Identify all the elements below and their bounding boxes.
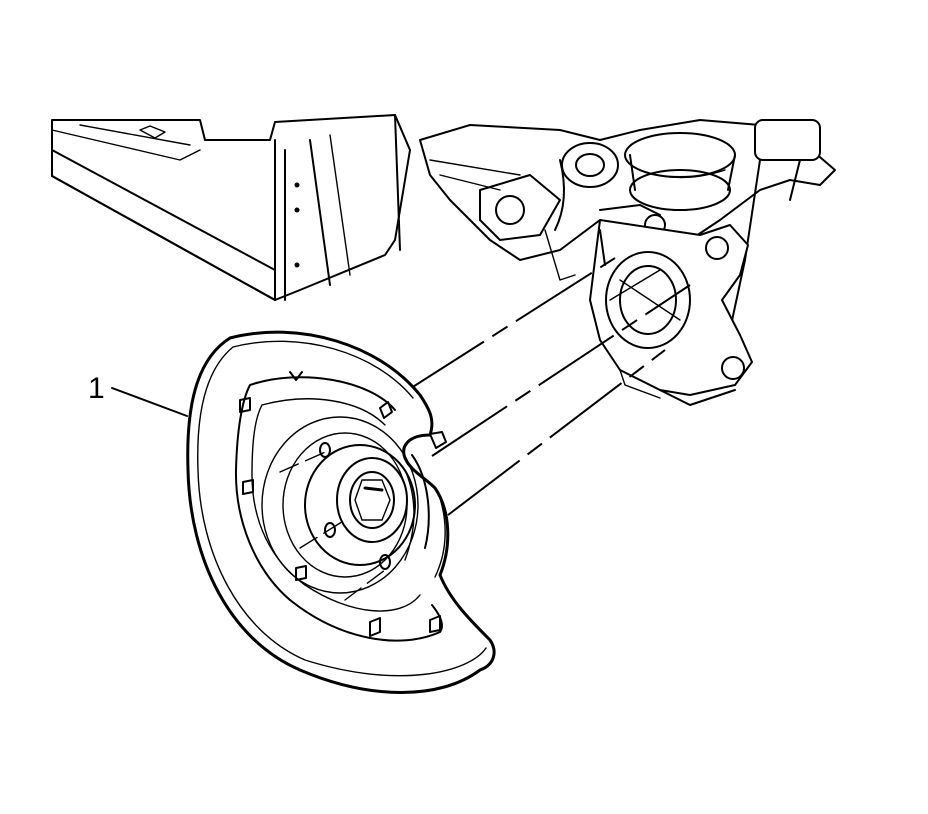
brake-dust-shield	[186, 330, 496, 694]
callout-leader-line-1	[111, 387, 188, 417]
centerline-middle	[431, 284, 691, 457]
steering-knuckle	[589, 219, 753, 406]
suspension-assembly	[419, 119, 836, 331]
centerline-lower	[447, 349, 666, 516]
callout-1: 1	[88, 372, 188, 417]
callout-label-1: 1	[88, 372, 105, 405]
vehicle-underbody	[51, 114, 411, 301]
centerline-upper	[407, 257, 616, 391]
alignment-centerlines	[407, 257, 691, 516]
